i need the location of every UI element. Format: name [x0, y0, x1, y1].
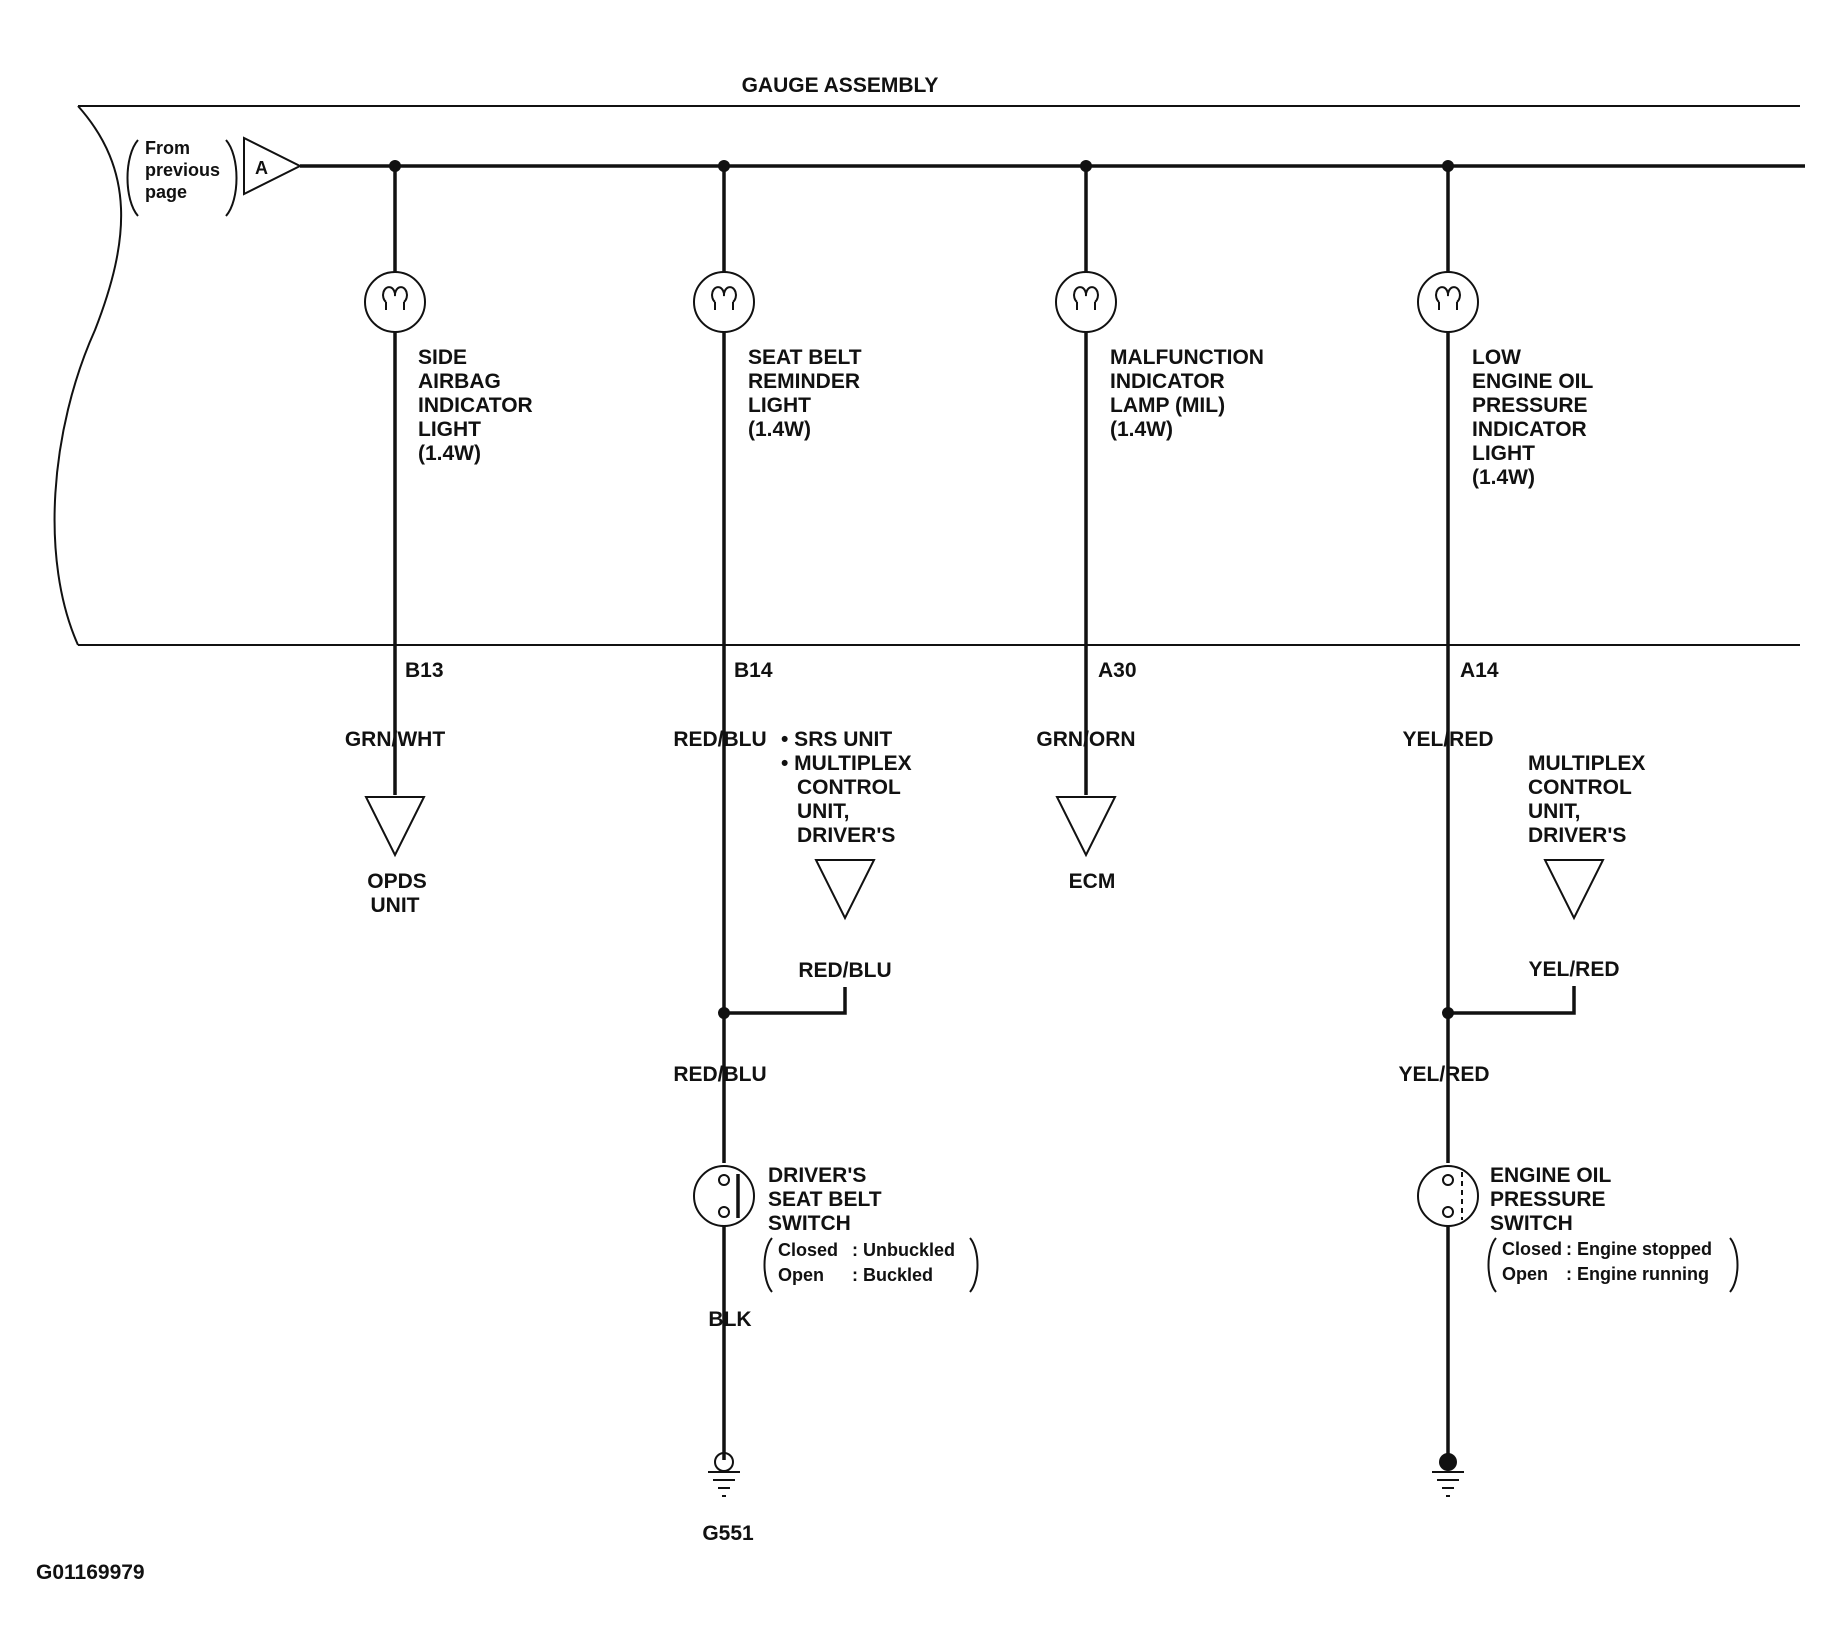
switch-state-meaning: : Buckled [852, 1265, 933, 1285]
switch-state-meaning: : Engine stopped [1566, 1239, 1712, 1259]
seat-belt-bulb-icon [693, 271, 755, 333]
ground-body-icon [1432, 1453, 1464, 1497]
destination-label-line: OPDS [367, 870, 427, 893]
switch-state-meaning: : Unbuckled [852, 1240, 955, 1260]
switch-state: Closed [778, 1240, 838, 1260]
wire-color-label: RED/BLU [673, 728, 766, 751]
switch-state: Closed [1502, 1239, 1562, 1259]
seat-belt-switch-icon [693, 1165, 755, 1227]
ground-eyelet-icon [708, 1452, 740, 1497]
component-label-line: SIDE [418, 346, 467, 369]
connector-a-label: A [255, 158, 268, 178]
connector-a: A [243, 136, 303, 196]
gauge-assembly-outline [53, 105, 1800, 646]
terminal-label: B13 [405, 659, 444, 682]
component-label-line: LIGHT [418, 418, 481, 441]
terminal-label: B14 [734, 659, 773, 682]
branch-side-airbag: SIDE AIRBAG INDICATOR LIGHT (1.4W) B13 G… [345, 160, 533, 917]
component-label-line: INDICATOR [418, 394, 533, 417]
wire-color-label: YEL/RED [1402, 728, 1493, 751]
side-airbag-bulb-icon [364, 271, 426, 333]
lower-wire-color-label: YEL/RED [1398, 1063, 1489, 1086]
splice-dot [718, 1007, 730, 1019]
component-label-line: ENGINE OIL [1472, 370, 1594, 393]
switch-state: Open [1502, 1264, 1548, 1284]
destination-label-line: ECM [1069, 870, 1116, 893]
connector-triangle-icon [814, 859, 876, 921]
figure-id: G01169979 [36, 1561, 145, 1584]
terminal-label: A14 [1460, 659, 1499, 682]
side-unit-label-line: UNIT, [1528, 800, 1581, 823]
from-previous-page-reference: From previous page [126, 138, 238, 217]
connector-triangle-icon [364, 796, 426, 858]
from-previous-line1: From [145, 138, 190, 158]
switch-name-line: ENGINE OIL [1490, 1164, 1612, 1187]
switch-name-line: DRIVER'S [768, 1164, 866, 1187]
side-unit-label-line: CONTROL [797, 776, 901, 799]
side-unit-label-line: • MULTIPLEX [781, 752, 912, 775]
wire-color-label: GRN/WHT [345, 728, 445, 751]
component-label-line: LIGHT [748, 394, 811, 417]
oil-pressure-switch-icon [1417, 1165, 1479, 1227]
switch-state: Open [778, 1265, 824, 1285]
branch-mil: MALFUNCTION INDICATOR LAMP (MIL) (1.4W) … [1036, 160, 1264, 893]
oil-pressure-bulb-icon [1417, 271, 1479, 333]
switch-name-line: SEAT BELT [768, 1188, 882, 1211]
component-label-line: REMINDER [748, 370, 860, 393]
terminal-label: A30 [1098, 659, 1137, 682]
connector-triangle-icon [1055, 796, 1117, 858]
component-label-line: (1.4W) [748, 418, 811, 441]
lower-wire-color-label: RED/BLU [673, 1063, 766, 1086]
component-label-line: PRESSURE [1472, 394, 1588, 417]
side-wire-color-label: RED/BLU [798, 959, 891, 982]
switch-name-line: SWITCH [1490, 1212, 1573, 1235]
component-label-line: LOW [1472, 346, 1521, 369]
branch-seat-belt: SEAT BELT REMINDER LIGHT (1.4W) B14 RED/… [673, 160, 979, 1545]
wire-color-label: GRN/ORN [1036, 728, 1135, 751]
component-label-line: LIGHT [1472, 442, 1535, 465]
component-label-line: (1.4W) [1110, 418, 1173, 441]
destination-label-line: UNIT [371, 894, 420, 917]
mil-bulb-icon [1055, 271, 1117, 333]
side-unit-label-line: UNIT, [797, 800, 850, 823]
component-label-line: LAMP (MIL) [1110, 394, 1225, 417]
branch-oil-pressure: LOW ENGINE OIL PRESSURE INDICATOR LIGHT … [1398, 160, 1739, 1497]
component-label-line: (1.4W) [1472, 466, 1535, 489]
from-previous-line3: page [145, 182, 187, 202]
component-label-line: MALFUNCTION [1110, 346, 1264, 369]
switch-name-line: SWITCH [768, 1212, 851, 1235]
side-unit-label-line: DRIVER'S [1528, 824, 1626, 847]
side-unit-label-line: CONTROL [1528, 776, 1632, 799]
side-unit-label-line: DRIVER'S [797, 824, 895, 847]
ground-wire-color-label: BLK [708, 1308, 751, 1331]
ground-label: G551 [702, 1522, 754, 1545]
side-wire-color-label: YEL/RED [1528, 958, 1619, 981]
side-unit-label-line: • SRS UNIT [781, 728, 892, 751]
splice-dot [1442, 1007, 1454, 1019]
assembly-title: GAUGE ASSEMBLY [742, 74, 939, 97]
switch-state-meaning: : Engine running [1566, 1264, 1709, 1284]
connector-triangle-icon [1543, 859, 1605, 921]
component-label-line: SEAT BELT [748, 346, 862, 369]
component-label-line: INDICATOR [1110, 370, 1225, 393]
component-label-line: INDICATOR [1472, 418, 1587, 441]
switch-name-line: PRESSURE [1490, 1188, 1606, 1211]
component-label-line: (1.4W) [418, 442, 481, 465]
from-previous-line2: previous [145, 160, 220, 180]
component-label-line: AIRBAG [418, 370, 501, 393]
side-unit-label-line: MULTIPLEX [1528, 752, 1645, 775]
